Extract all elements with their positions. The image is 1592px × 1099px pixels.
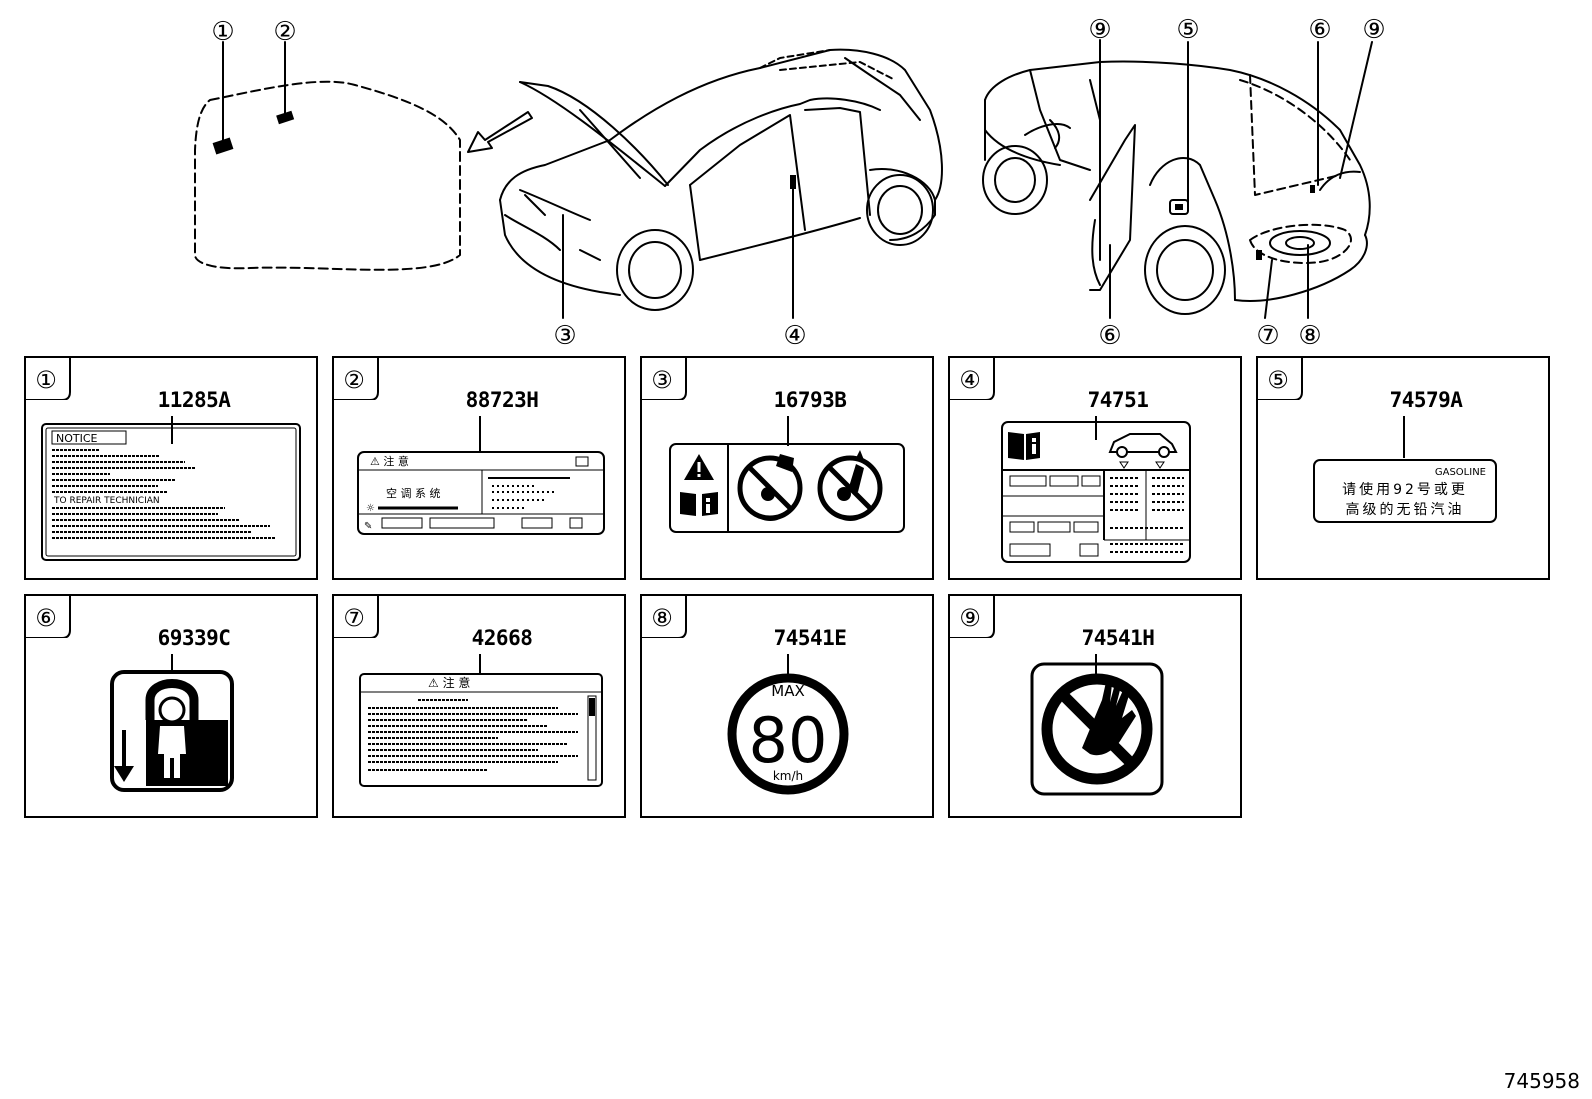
direction-arrow	[467, 111, 533, 153]
part-number: 74541H	[1081, 626, 1155, 650]
label-cell-9: ⑨ 74541H	[948, 594, 1242, 818]
svg-text:⑧: ⑧	[651, 604, 673, 632]
cell-index-tab: ⑨	[950, 596, 995, 638]
airbag-warning-pictogram-icon	[669, 443, 905, 533]
part-number: 69339C	[157, 626, 231, 650]
callout-rear-5: ⑤	[1176, 15, 1199, 45]
callout-rear-6a: ⑥	[1308, 15, 1331, 45]
svg-text:⑦: ⑦	[343, 604, 365, 632]
svg-text:MAX: MAX	[771, 682, 804, 700]
speed-limit-icon: MAX 80 km/h	[727, 673, 849, 795]
cell-index-tab: ④	[950, 358, 995, 400]
svg-text:④: ④	[959, 366, 981, 394]
hood-label-1-mark	[212, 137, 234, 155]
no-hand-icon	[1030, 662, 1164, 796]
callout-front-3: ③	[553, 321, 576, 350]
part-number: 88723H	[465, 388, 539, 412]
cell-index-tab: ①	[26, 358, 71, 400]
notice-text-label-icon: NOTICE TO REPAIR TECHNICIAN	[41, 423, 301, 561]
cell-index-tab: ⑦	[334, 596, 379, 638]
cell-index-tab: ③	[642, 358, 687, 400]
hood-drawing	[194, 80, 461, 271]
part-number: 74751	[1087, 388, 1149, 412]
svg-text:请使用92号或更: 请使用92号或更	[1342, 481, 1468, 498]
svg-text:km/h: km/h	[773, 769, 803, 783]
label-cell-4: ④ 74751	[948, 356, 1242, 580]
cell-index-tab: ⑥	[26, 596, 71, 638]
svg-text:⚠ 注 意: ⚠ 注 意	[428, 675, 470, 690]
svg-text:高级的无铅汽油: 高级的无铅汽油	[1346, 501, 1465, 518]
tire-pressure-label-icon	[1001, 421, 1191, 563]
label-cell-6: ⑥ 69339C	[24, 594, 318, 818]
svg-text:☼: ☼	[366, 503, 375, 514]
rear-car-drawing	[982, 60, 1371, 315]
hood-label-2-mark	[276, 110, 295, 125]
label-cell-5: ⑤ 74579A GASOLINE 请使用92号或更 高级的无铅汽油	[1256, 356, 1550, 580]
callout-rear-6b: ⑥	[1098, 321, 1121, 350]
callout-rear-9a: ⑨	[1088, 15, 1111, 45]
part-number: 74579A	[1389, 388, 1463, 412]
label-cell-2: ② 88723H ⚠ 注 意 空 调 系 统 ☼ ✎	[332, 356, 626, 580]
callout-hood-1: ①	[211, 17, 234, 47]
label-cell-3: ③ 16793B	[640, 356, 934, 580]
label-cell-7: ⑦ 42668 ⚠ 注 意	[332, 594, 626, 818]
vehicle-illustration: ① ② ③ ④ ⑨ ⑤ ⑥ ⑨ ⑥ ⑦ ⑧	[194, 15, 1386, 350]
svg-text:空 调 系 统: 空 调 系 统	[386, 486, 441, 500]
svg-text:⑤: ⑤	[1267, 366, 1289, 394]
svg-text:⚠ 注 意: ⚠ 注 意	[370, 454, 409, 468]
callout-front-4: ④	[783, 321, 806, 350]
child-lock-icon	[110, 670, 234, 792]
svg-text:✎: ✎	[364, 521, 372, 532]
svg-text:⑥: ⑥	[35, 604, 57, 632]
diagram-id: 745958	[1503, 1069, 1580, 1093]
cell-index-tab: ②	[334, 358, 379, 400]
part-number: 11285A	[157, 388, 231, 412]
label-cell-8: ⑧ 74541E MAX 80 km/h	[640, 594, 934, 818]
svg-text:②: ②	[343, 366, 365, 394]
callout-rear-7: ⑦	[1256, 321, 1279, 350]
front-car-drawing	[499, 48, 943, 311]
part-number: 42668	[471, 626, 533, 650]
callout-rear-9b: ⑨	[1362, 15, 1385, 45]
air-conditioning-caution-label-icon: ⚠ 注 意 空 调 系 统 ☼ ✎	[357, 451, 605, 535]
svg-text:TO REPAIR TECHNICIAN: TO REPAIR TECHNICIAN	[53, 496, 160, 506]
callout-hood-2: ②	[273, 17, 296, 47]
callout-rear-8: ⑧	[1298, 321, 1321, 350]
svg-text:GASOLINE: GASOLINE	[1435, 467, 1486, 478]
part-number: 74541E	[773, 626, 847, 650]
caution-text-label-icon: ⚠ 注 意	[359, 673, 603, 787]
label-cell-1: ① 11285A NOTICE TO REPAIR TECHNICIAN	[24, 356, 318, 580]
cell-index-tab: ⑧	[642, 596, 687, 638]
svg-text:①: ①	[35, 366, 57, 394]
cell-index-tab: ⑤	[1258, 358, 1303, 400]
part-number: 16793B	[773, 388, 847, 412]
gasoline-label-icon: GASOLINE 请使用92号或更 高级的无铅汽油	[1313, 459, 1497, 523]
svg-text:80: 80	[749, 704, 828, 777]
svg-text:⑨: ⑨	[959, 604, 981, 632]
svg-text:NOTICE: NOTICE	[56, 432, 98, 445]
svg-text:③: ③	[651, 366, 673, 394]
